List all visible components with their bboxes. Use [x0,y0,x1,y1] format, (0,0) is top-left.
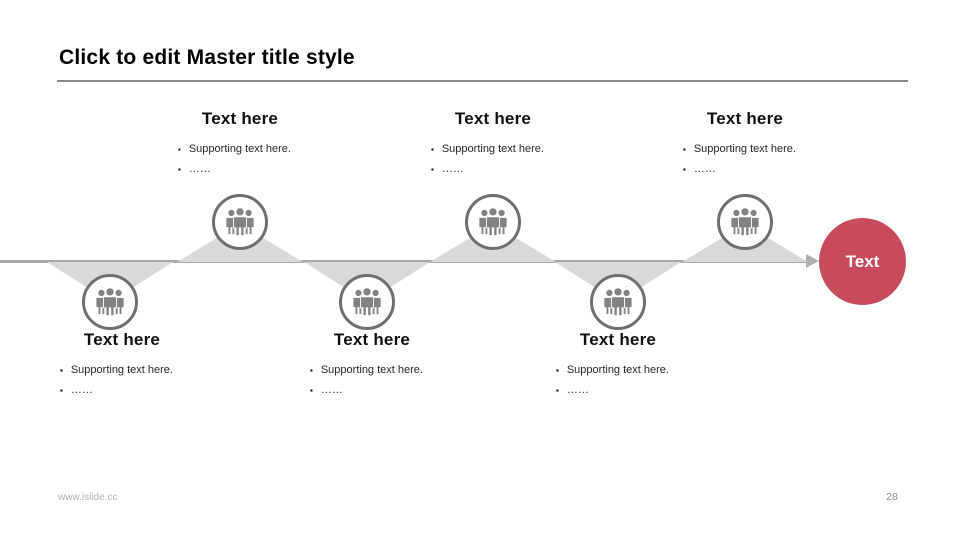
milestone-circle-bottom-2 [339,274,395,330]
block-heading: Text here [706,109,784,128]
bullet-text: Supporting text here. [320,364,423,376]
bullet-square-icon: ▪ [683,165,686,174]
text-block-top-2[interactable]: Text here ▪ Supporting text here. ▪ …… [413,109,573,175]
people-group-icon [222,206,258,239]
people-group-icon [727,206,763,239]
bullet-square-icon: ▪ [431,145,434,154]
bullet-square-icon: ▪ [556,366,559,375]
bullet-square-icon: ▪ [178,145,181,154]
block-heading: Text here [579,330,657,349]
block-heading: Text here [83,330,161,349]
bullet-text: …… [441,163,464,175]
bullet-item: ▪ Supporting text here. [683,144,825,155]
text-block-bottom-1[interactable]: Text here ▪ Supporting text here. ▪ …… [42,330,202,396]
text-block-top-3[interactable]: Text here ▪ Supporting text here. ▪ …… [665,109,825,175]
bullet-text: …… [70,384,93,396]
block-heading: Text here [454,109,532,128]
people-group-icon [600,286,636,319]
slide-title[interactable]: Click to edit Master title style [59,46,355,69]
bullet-item: ▪ …… [556,385,698,396]
bullet-item: ▪ …… [310,385,452,396]
bullet-item: ▪ …… [431,164,573,175]
block-bullets: ▪ Supporting text here. ▪ …… [413,144,573,175]
timeline-line [0,260,810,263]
bullet-text: Supporting text here. [566,364,669,376]
bullet-item: ▪ …… [178,164,320,175]
bullet-text: Supporting text here. [70,364,173,376]
end-circle-label: Text [845,251,880,271]
bullet-square-icon: ▪ [431,165,434,174]
arrow-right-icon [806,254,819,268]
bullet-square-icon: ▪ [178,165,181,174]
milestone-circle-top-1 [212,194,268,250]
bullet-item: ▪ Supporting text here. [60,365,202,376]
bullet-item: ▪ Supporting text here. [431,144,573,155]
milestone-circle-top-2 [465,194,521,250]
block-bullets: ▪ Supporting text here. ▪ …… [42,365,202,396]
title-underline [57,80,908,82]
text-block-bottom-3[interactable]: Text here ▪ Supporting text here. ▪ …… [538,330,698,396]
text-block-top-1[interactable]: Text here ▪ Supporting text here. ▪ …… [160,109,320,175]
bullet-square-icon: ▪ [60,386,63,395]
bullet-square-icon: ▪ [310,386,313,395]
block-bullets: ▪ Supporting text here. ▪ …… [160,144,320,175]
bullet-text: …… [188,163,211,175]
block-bullets: ▪ Supporting text here. ▪ …… [292,365,452,396]
milestone-circle-top-3 [717,194,773,250]
bullet-item: ▪ …… [60,385,202,396]
bullet-text: …… [693,163,716,175]
bullet-text: Supporting text here. [441,143,544,155]
milestone-circle-bottom-3 [590,274,646,330]
bullet-text: Supporting text here. [188,143,291,155]
bullet-item: ▪ …… [683,164,825,175]
bullet-item: ▪ Supporting text here. [556,365,698,376]
bullet-text: Supporting text here. [693,143,796,155]
bullet-text: …… [320,384,343,396]
bullet-item: ▪ Supporting text here. [310,365,452,376]
block-bullets: ▪ Supporting text here. ▪ …… [538,365,698,396]
block-heading: Text here [201,109,279,128]
text-block-bottom-2[interactable]: Text here ▪ Supporting text here. ▪ …… [292,330,452,396]
bullet-square-icon: ▪ [310,366,313,375]
bullet-square-icon: ▪ [60,366,63,375]
people-group-icon [92,286,128,319]
bullet-square-icon: ▪ [683,145,686,154]
end-text-circle[interactable]: Text [819,218,906,305]
bullet-square-icon: ▪ [556,386,559,395]
bullet-item: ▪ Supporting text here. [178,144,320,155]
bullet-text: …… [566,384,589,396]
milestone-circle-bottom-1 [82,274,138,330]
block-bullets: ▪ Supporting text here. ▪ …… [665,144,825,175]
block-heading: Text here [333,330,411,349]
people-group-icon [475,206,511,239]
people-group-icon [349,286,385,319]
footer-url: www.islide.cc [58,492,118,503]
page-number: 28 [886,491,898,503]
